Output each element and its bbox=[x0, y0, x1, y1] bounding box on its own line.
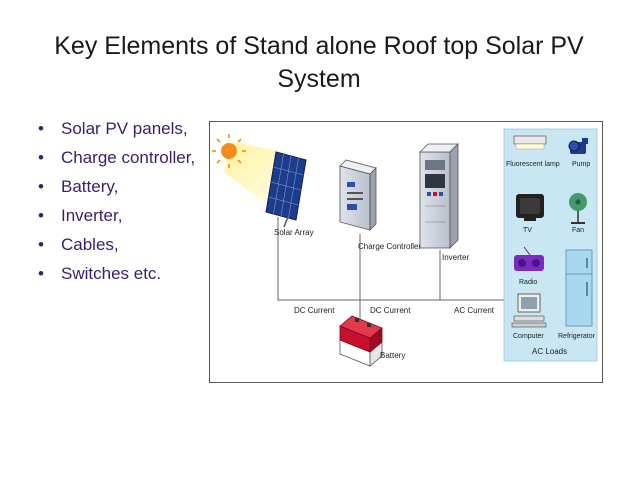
battery-label: Battery bbox=[380, 351, 405, 360]
charge-controller-label: Charge Controller bbox=[358, 242, 421, 251]
pump-icon bbox=[568, 138, 588, 154]
bullet-item: • Inverter, bbox=[36, 205, 196, 226]
wiring bbox=[277, 217, 565, 322]
fluorescent-lamp-label: Fluorescent lamp bbox=[506, 161, 560, 168]
bullet-item: • Battery, bbox=[36, 176, 196, 197]
ac-current-label: AC Current bbox=[454, 306, 495, 315]
refrigerator-label: Refrigerator bbox=[558, 333, 596, 340]
ac-loads-panel: Fluorescent lamp Pump TV F bbox=[503, 128, 598, 362]
inverter-icon bbox=[419, 143, 459, 249]
dc-current-label-1: DC Current bbox=[294, 306, 335, 315]
fan-label: Fan bbox=[572, 227, 584, 234]
refrigerator-icon bbox=[565, 249, 593, 327]
dc-current-label-2: DC Current bbox=[370, 306, 411, 315]
bullet-text: Charge controller, bbox=[61, 148, 196, 167]
ac-loads-label: AC Loads bbox=[532, 347, 567, 356]
fluorescent-lamp-icon bbox=[513, 135, 547, 150]
bullet-dot-icon: • bbox=[38, 235, 44, 254]
fan-icon bbox=[569, 193, 587, 224]
tv-label: TV bbox=[523, 227, 532, 234]
computer-icon bbox=[511, 293, 547, 328]
bullet-dot-icon: • bbox=[38, 264, 44, 283]
bullet-item: • Solar PV panels, bbox=[36, 118, 196, 139]
tv-icon bbox=[516, 194, 544, 221]
bullet-item: • Cables, bbox=[36, 234, 196, 255]
sun-icon bbox=[212, 134, 246, 168]
bullet-item: • Switches etc. bbox=[36, 263, 196, 284]
solar-array-label: Solar Array bbox=[274, 228, 314, 237]
bullet-dot-icon: • bbox=[38, 177, 44, 196]
bullet-list: • Solar PV panels, • Charge controller, • B… bbox=[36, 118, 196, 292]
bullet-item: • Charge controller, bbox=[36, 147, 196, 168]
radio-label: Radio bbox=[519, 279, 537, 286]
bullet-text: Battery, bbox=[61, 177, 119, 196]
solar-system-diagram: Solar Array Charge Controller Inverter bbox=[209, 121, 603, 383]
bullet-dot-icon: • bbox=[38, 148, 44, 167]
battery-icon bbox=[339, 315, 383, 367]
inverter-label: Inverter bbox=[442, 253, 469, 262]
pump-label: Pump bbox=[572, 161, 590, 168]
bullet-text: Cables, bbox=[61, 235, 119, 254]
radio-icon bbox=[514, 246, 544, 271]
bullet-dot-icon: • bbox=[38, 206, 44, 225]
bullet-text: Inverter, bbox=[61, 206, 123, 225]
solar-panel-icon bbox=[265, 151, 307, 228]
charge-controller-icon bbox=[339, 159, 377, 231]
bullet-dot-icon: • bbox=[38, 119, 44, 138]
slide-title: Key Elements of Stand alone Roof top Sol… bbox=[54, 32, 584, 93]
bullet-text: Solar PV panels, bbox=[61, 119, 188, 138]
bullet-text: Switches etc. bbox=[61, 264, 162, 283]
computer-label: Computer bbox=[513, 333, 544, 340]
